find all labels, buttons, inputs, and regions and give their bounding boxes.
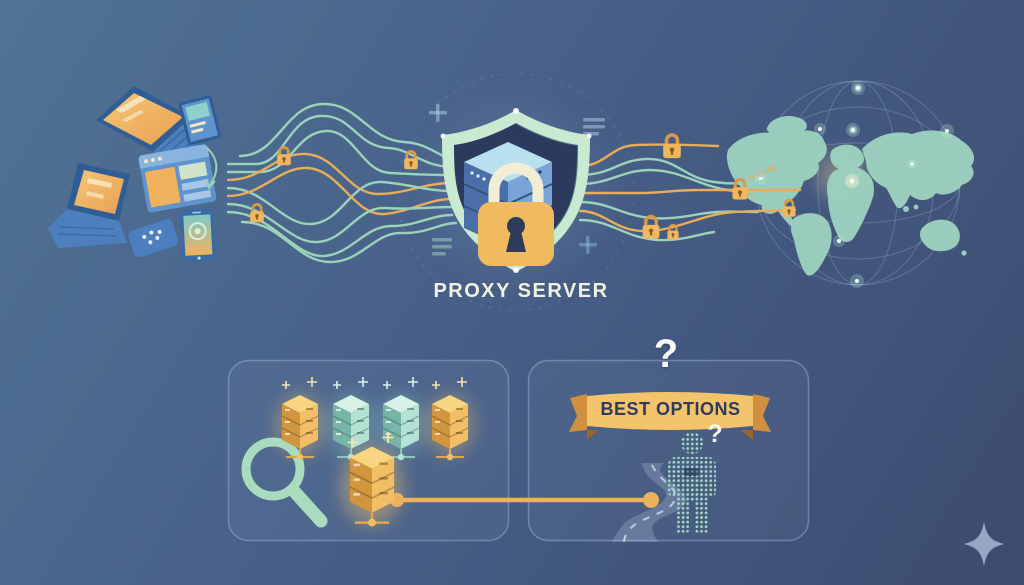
client-devices bbox=[48, 86, 221, 262]
browser-window-icon bbox=[138, 144, 217, 213]
traffic-lines-left bbox=[226, 102, 458, 264]
arrow-icon bbox=[204, 147, 218, 190]
tablet-icon bbox=[178, 95, 221, 146]
ribbon-banner bbox=[569, 392, 771, 440]
padlock-icon bbox=[275, 146, 293, 167]
traffic-lines-right bbox=[578, 143, 802, 242]
proxy-shield bbox=[440, 108, 592, 273]
padlock-icon bbox=[781, 198, 797, 219]
best-options-label: BEST OPTIONS bbox=[600, 399, 741, 419]
chosen-server bbox=[347, 432, 396, 528]
world-map bbox=[726, 80, 975, 288]
list-lines-icon bbox=[583, 118, 605, 136]
plus-icon bbox=[429, 104, 447, 122]
person-icon bbox=[668, 432, 716, 533]
padlock-icon bbox=[640, 214, 662, 241]
magnifier-icon bbox=[241, 437, 328, 528]
proxy-server-label: PROXY SERVER bbox=[433, 280, 609, 302]
question-mark: ? bbox=[707, 420, 723, 448]
plus-icon bbox=[579, 236, 597, 254]
proxy-server-options bbox=[281, 377, 469, 462]
winding-road bbox=[612, 463, 686, 543]
padlock-icon bbox=[661, 133, 683, 160]
padlock-icon bbox=[248, 203, 266, 224]
laptop-icon bbox=[48, 163, 130, 248]
list-lines-icon bbox=[432, 238, 452, 256]
keypad-icon bbox=[128, 219, 179, 258]
sparkle-icon bbox=[964, 522, 1004, 566]
question-mark: ? bbox=[653, 332, 679, 376]
smartphone-icon bbox=[180, 208, 216, 262]
shield-lock-icon bbox=[478, 162, 554, 266]
